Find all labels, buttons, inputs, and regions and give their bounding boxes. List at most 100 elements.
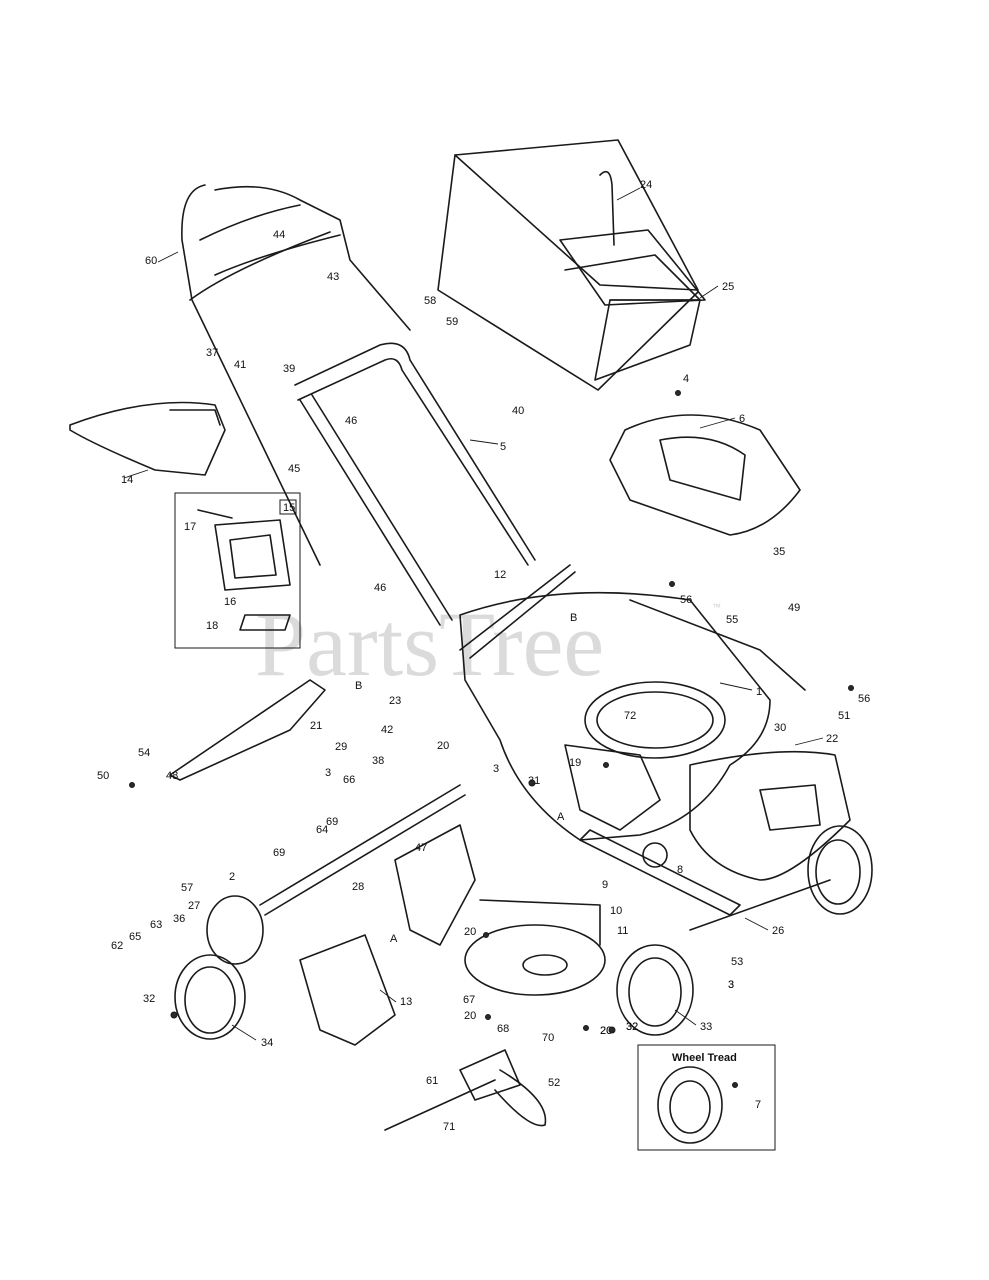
part-label: 64 bbox=[316, 824, 328, 836]
section-marker-b: B bbox=[570, 612, 577, 624]
wheel-tread-title: Wheel Tread bbox=[672, 1052, 737, 1064]
section-marker-b: B bbox=[355, 680, 362, 692]
part-label: 18 bbox=[206, 620, 218, 632]
part-label: 20 bbox=[437, 740, 449, 752]
rear-chute bbox=[69, 401, 226, 476]
part-label: 20 bbox=[464, 1010, 476, 1022]
section-marker-a: A bbox=[557, 811, 565, 823]
grass-door-inset: 15 bbox=[174, 492, 301, 649]
part-label: 62 bbox=[111, 940, 123, 952]
part-label: 46 bbox=[345, 415, 357, 427]
part-label: 41 bbox=[234, 359, 246, 371]
part-label: 57 bbox=[181, 882, 193, 894]
part-label: 32 bbox=[626, 1021, 638, 1033]
part-label: 20 bbox=[464, 926, 476, 938]
part-label: 44 bbox=[273, 229, 285, 241]
part-label: 3 bbox=[493, 763, 499, 775]
part-label: 72 bbox=[624, 710, 636, 722]
part-label: 35 bbox=[773, 546, 785, 558]
wheels bbox=[174, 825, 873, 1040]
part-label: 43 bbox=[327, 271, 339, 283]
part-number-labels: 1 2 3 3 3 3 4 5 6 7 8 9 10 11 12 13 14 1… bbox=[97, 179, 870, 1133]
part-label: 3 bbox=[325, 767, 331, 779]
part-label: 66 bbox=[343, 774, 355, 786]
part-label: 53 bbox=[731, 956, 743, 968]
part-label: 3 bbox=[728, 979, 734, 991]
part-label: 51 bbox=[838, 710, 850, 722]
part-label: 27 bbox=[188, 900, 200, 912]
upper-handle bbox=[181, 184, 411, 566]
part-label: 56 bbox=[858, 693, 870, 705]
part-label: 34 bbox=[261, 1037, 273, 1049]
part-label: 39 bbox=[283, 363, 295, 375]
front-bumper bbox=[689, 750, 851, 881]
part-label: 33 bbox=[700, 1021, 712, 1033]
part-label: 9 bbox=[602, 879, 608, 891]
part-label: 55 bbox=[726, 614, 738, 626]
front-axle bbox=[689, 879, 831, 931]
part-label: 42 bbox=[381, 724, 393, 736]
part-label: 16 bbox=[224, 596, 236, 608]
part-label: 63 bbox=[150, 919, 162, 931]
part-label: 23 bbox=[389, 695, 401, 707]
part-label: 71 bbox=[443, 1121, 455, 1133]
part-label: 69 bbox=[273, 847, 285, 859]
part-label: 60 bbox=[145, 255, 157, 267]
grass-bag bbox=[437, 139, 706, 391]
watermark-text: PartsTree bbox=[255, 593, 604, 695]
inset-number: 15 bbox=[283, 502, 295, 514]
part-label: 24 bbox=[640, 179, 652, 191]
part-label: 17 bbox=[184, 521, 196, 533]
rods bbox=[459, 564, 806, 691]
part-label: 37 bbox=[206, 347, 218, 359]
mower-deck bbox=[459, 591, 771, 841]
part-label: 25 bbox=[722, 281, 734, 293]
blade bbox=[579, 829, 741, 916]
part-label: 2 bbox=[229, 871, 235, 883]
part-label: 26 bbox=[772, 925, 784, 937]
part-label: 45 bbox=[288, 463, 300, 475]
part-label: 46 bbox=[374, 582, 386, 594]
part-label: 59 bbox=[446, 316, 458, 328]
hardware-dots bbox=[129, 390, 854, 1088]
part-label: 1 bbox=[756, 686, 762, 698]
part-label: 32 bbox=[626, 1021, 638, 1033]
part-label: 47 bbox=[415, 842, 427, 854]
section-marker-a: A bbox=[390, 933, 398, 945]
part-label: 36 bbox=[173, 913, 185, 925]
part-label: 50 bbox=[97, 770, 109, 782]
wheel-tread-inset: Wheel Tread bbox=[637, 1044, 776, 1151]
part-label: 22 bbox=[826, 733, 838, 745]
part-label: 12 bbox=[494, 569, 506, 581]
part-label: 4 bbox=[683, 373, 689, 385]
part-label: 69 bbox=[326, 816, 338, 828]
part-label: 14 bbox=[121, 474, 133, 486]
mulch-bowl bbox=[464, 899, 606, 996]
part-label: 38 bbox=[372, 755, 384, 767]
part-label: 21 bbox=[310, 720, 322, 732]
part-label: 7 bbox=[755, 1099, 761, 1111]
engine-cover bbox=[609, 414, 801, 536]
part-label: 48 bbox=[166, 770, 178, 782]
mulch-and-side-chutes bbox=[169, 679, 476, 1046]
leader-lines bbox=[123, 187, 824, 1041]
part-label: 68 bbox=[497, 1023, 509, 1035]
part-label: 30 bbox=[774, 722, 786, 734]
part-label: 54 bbox=[138, 747, 150, 759]
drive-assembly bbox=[259, 784, 547, 1131]
part-label: 49 bbox=[788, 602, 800, 614]
part-label: 52 bbox=[548, 1077, 560, 1089]
part-label: 70 bbox=[542, 1032, 554, 1044]
part-label: 11 bbox=[617, 925, 628, 937]
part-label: 19 bbox=[569, 757, 581, 769]
part-label: 56 bbox=[680, 594, 692, 606]
watermark-trademark: ™ bbox=[712, 602, 721, 612]
part-label: 65 bbox=[129, 931, 141, 943]
part-label: 5 bbox=[500, 441, 506, 453]
part-label: 58 bbox=[424, 295, 436, 307]
part-label: 8 bbox=[677, 864, 683, 876]
part-label: 3 bbox=[728, 979, 734, 991]
lower-handle bbox=[294, 342, 536, 626]
part-label: 61 bbox=[426, 1075, 438, 1087]
